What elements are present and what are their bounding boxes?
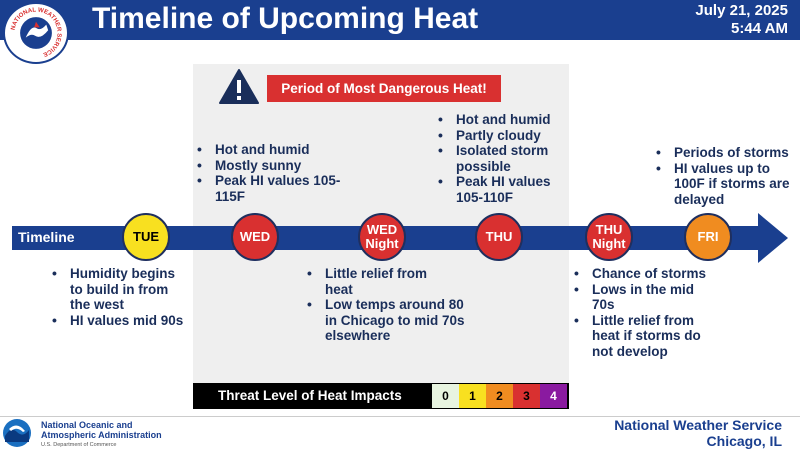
day-label: WED — [366, 222, 398, 237]
thu-notes: Hot and humid Partly cloudy Isolated sto… — [436, 112, 576, 205]
day-fri: FRI — [684, 213, 732, 261]
day-sublabel: Night — [365, 236, 399, 251]
warning-icon — [218, 68, 260, 105]
wed-night-notes: Little relief from heat Low temps around… — [305, 266, 470, 344]
timeline-label: Timeline — [18, 229, 75, 245]
issued-date: July 21, 2025 — [695, 2, 788, 19]
threat-level-1: 1 — [459, 384, 486, 408]
list-item: Hot and humid — [195, 142, 365, 158]
list-item: Periods of storms — [654, 145, 799, 161]
wed-notes: Hot and humid Mostly sunny Peak HI value… — [195, 142, 365, 204]
issued-datetime: July 21, 2025 5:44 AM — [695, 2, 788, 38]
day-label: THU — [485, 229, 513, 244]
day-label: FRI — [697, 229, 719, 244]
list-item: Humidity begins to build in from the wes… — [50, 266, 190, 313]
list-item: Little relief from heat if storms do not… — [572, 313, 722, 360]
fri-notes: Periods of storms HI values up to 100F i… — [654, 145, 799, 207]
list-item: Chance of storms — [572, 266, 732, 282]
list-item: HI values up to 100F if storms are delay… — [654, 161, 796, 208]
day-thu: THU — [475, 213, 523, 261]
noaa-logo — [2, 418, 32, 448]
list-item: Hot and humid — [436, 112, 576, 128]
timeline-arrow-head — [758, 213, 788, 263]
threat-level-4: 4 — [540, 384, 567, 408]
issued-time: 5:44 AM — [731, 20, 788, 37]
threat-legend-label: Threat Level of Heat Impacts — [218, 388, 402, 403]
nws-office: National Weather Service Chicago, IL — [614, 417, 782, 449]
day-sublabel: Night — [592, 236, 626, 251]
day-label: WED — [239, 229, 271, 244]
list-item: Lows in the mid 70s — [572, 282, 697, 313]
day-label: TUE — [133, 229, 159, 244]
day-tue: TUE — [122, 213, 170, 261]
nws-line1: National Weather Service — [614, 417, 782, 433]
footer-divider — [0, 416, 800, 417]
list-item: HI values mid 90s — [50, 313, 200, 329]
thu-night-notes: Chance of storms Lows in the mid 70s Lit… — [572, 266, 732, 359]
header-bar — [0, 0, 800, 40]
list-item: Peak HI values 105-115F — [195, 173, 345, 204]
noaa-line3: U.S. Department of Commerce — [41, 442, 117, 448]
day-label: THU — [595, 222, 623, 237]
nws-line2: Chicago, IL — [706, 433, 782, 449]
page-title: Timeline of Upcoming Heat — [92, 2, 479, 35]
noaa-line1: National Oceanic and — [41, 420, 133, 430]
noaa-name: National Oceanic and Atmospheric Adminis… — [41, 420, 162, 450]
list-item: Mostly sunny — [195, 158, 365, 174]
list-item: Partly cloudy — [436, 128, 576, 144]
threat-level-2: 2 — [486, 384, 513, 408]
list-item: Isolated storm possible — [436, 143, 566, 174]
day-wed: WED — [231, 213, 279, 261]
danger-banner: Period of Most Dangerous Heat! — [267, 75, 501, 102]
list-item: Low temps around 80 in Chicago to mid 70… — [305, 297, 465, 344]
noaa-line2: Atmospheric Administration — [41, 430, 162, 440]
threat-level-3: 3 — [513, 384, 540, 408]
list-item: Little relief from heat — [305, 266, 455, 297]
tue-notes: Humidity begins to build in from the wes… — [50, 266, 200, 328]
list-item: Peak HI values 105-110F — [436, 174, 566, 205]
nws-logo: NATIONAL WEATHER SERVICE — [3, 2, 69, 64]
threat-level-0: 0 — [432, 384, 459, 408]
